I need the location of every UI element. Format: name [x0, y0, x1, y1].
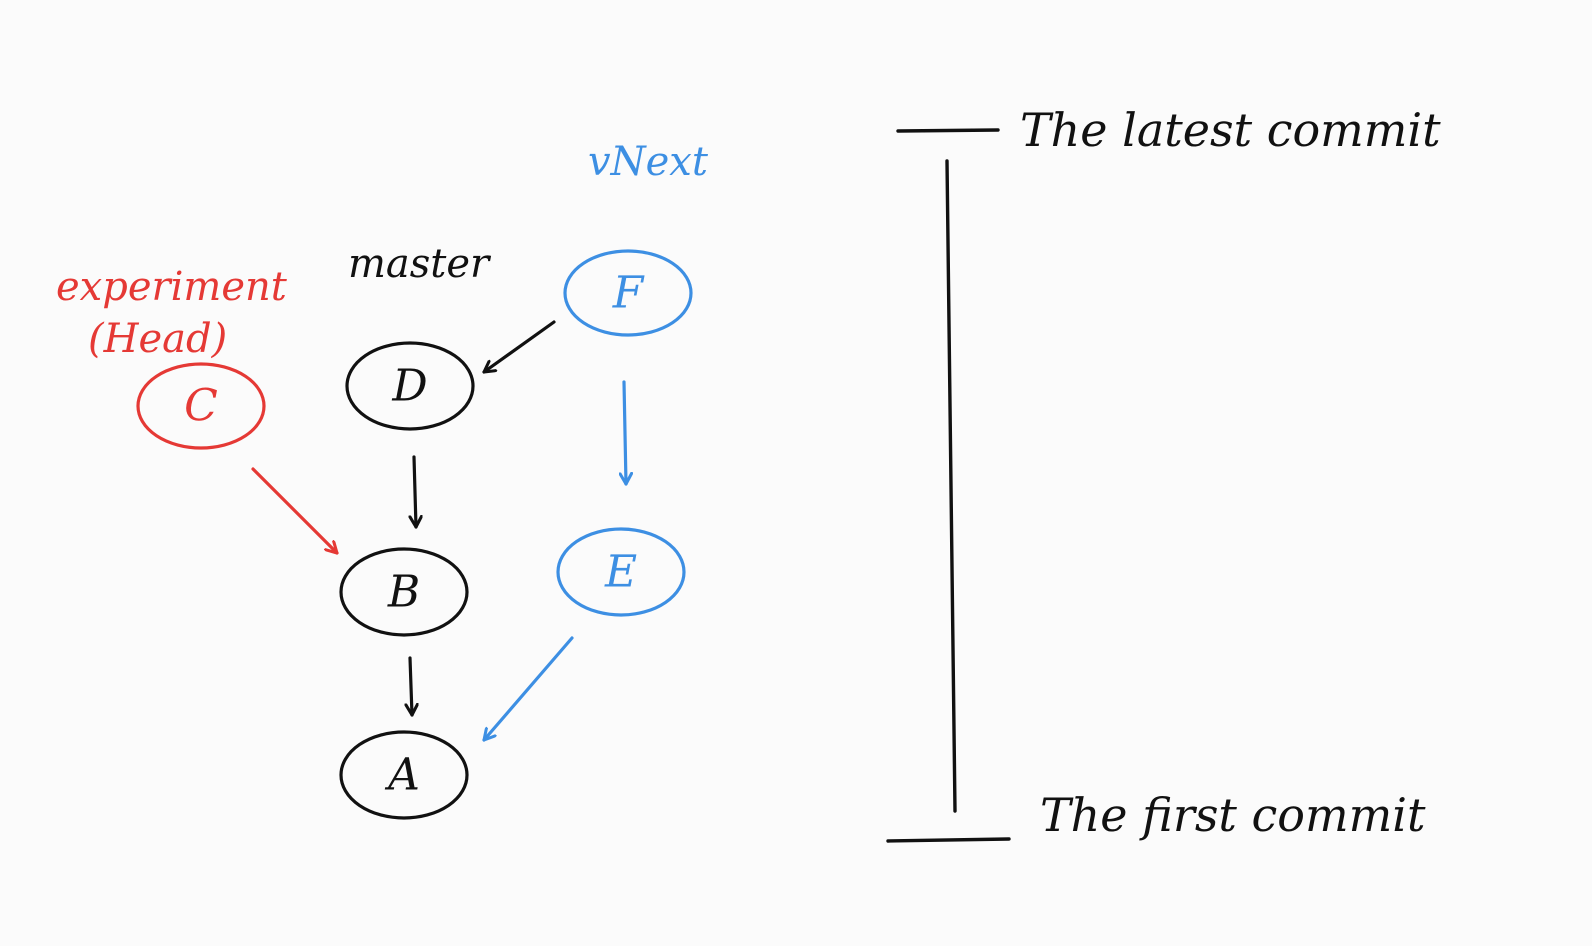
timeline-bottom-tick [886, 837, 1011, 843]
head-pointer-label: (Head) [88, 316, 227, 362]
timeline [886, 128, 1011, 843]
commit-node-d: D [345, 341, 475, 431]
branch-label-experiment: experiment [56, 264, 288, 310]
branch-label-vnext: vNext [588, 139, 709, 185]
arrow-b-to-a [410, 656, 412, 717]
commit-label-a: A [384, 750, 420, 801]
commit-label-c: C [184, 381, 218, 432]
timeline-top-tick [896, 128, 1000, 133]
timeline-axis [945, 159, 957, 813]
commit-label-b: B [387, 567, 420, 618]
commit-node-e: E [556, 527, 686, 617]
commit-node-f: F [563, 249, 693, 337]
commit-node-c: C [136, 362, 266, 450]
commit-label-f: F [612, 268, 645, 319]
commit-label-d: D [391, 361, 427, 412]
first-commit-label: The first commit [1040, 788, 1426, 842]
commit-node-a: A [339, 730, 469, 820]
arrow-c-to-b [251, 467, 339, 555]
arrow-f-to-e [624, 380, 626, 486]
latest-commit-label: The latest commit [1020, 103, 1441, 157]
branch-label-master: master [348, 241, 492, 287]
arrow-e-to-a [482, 636, 574, 742]
arrow-d-to-b [414, 455, 416, 529]
arrow-f-to-d [482, 320, 556, 374]
commit-label-e: E [604, 547, 637, 598]
commit-node-b: B [339, 547, 469, 637]
